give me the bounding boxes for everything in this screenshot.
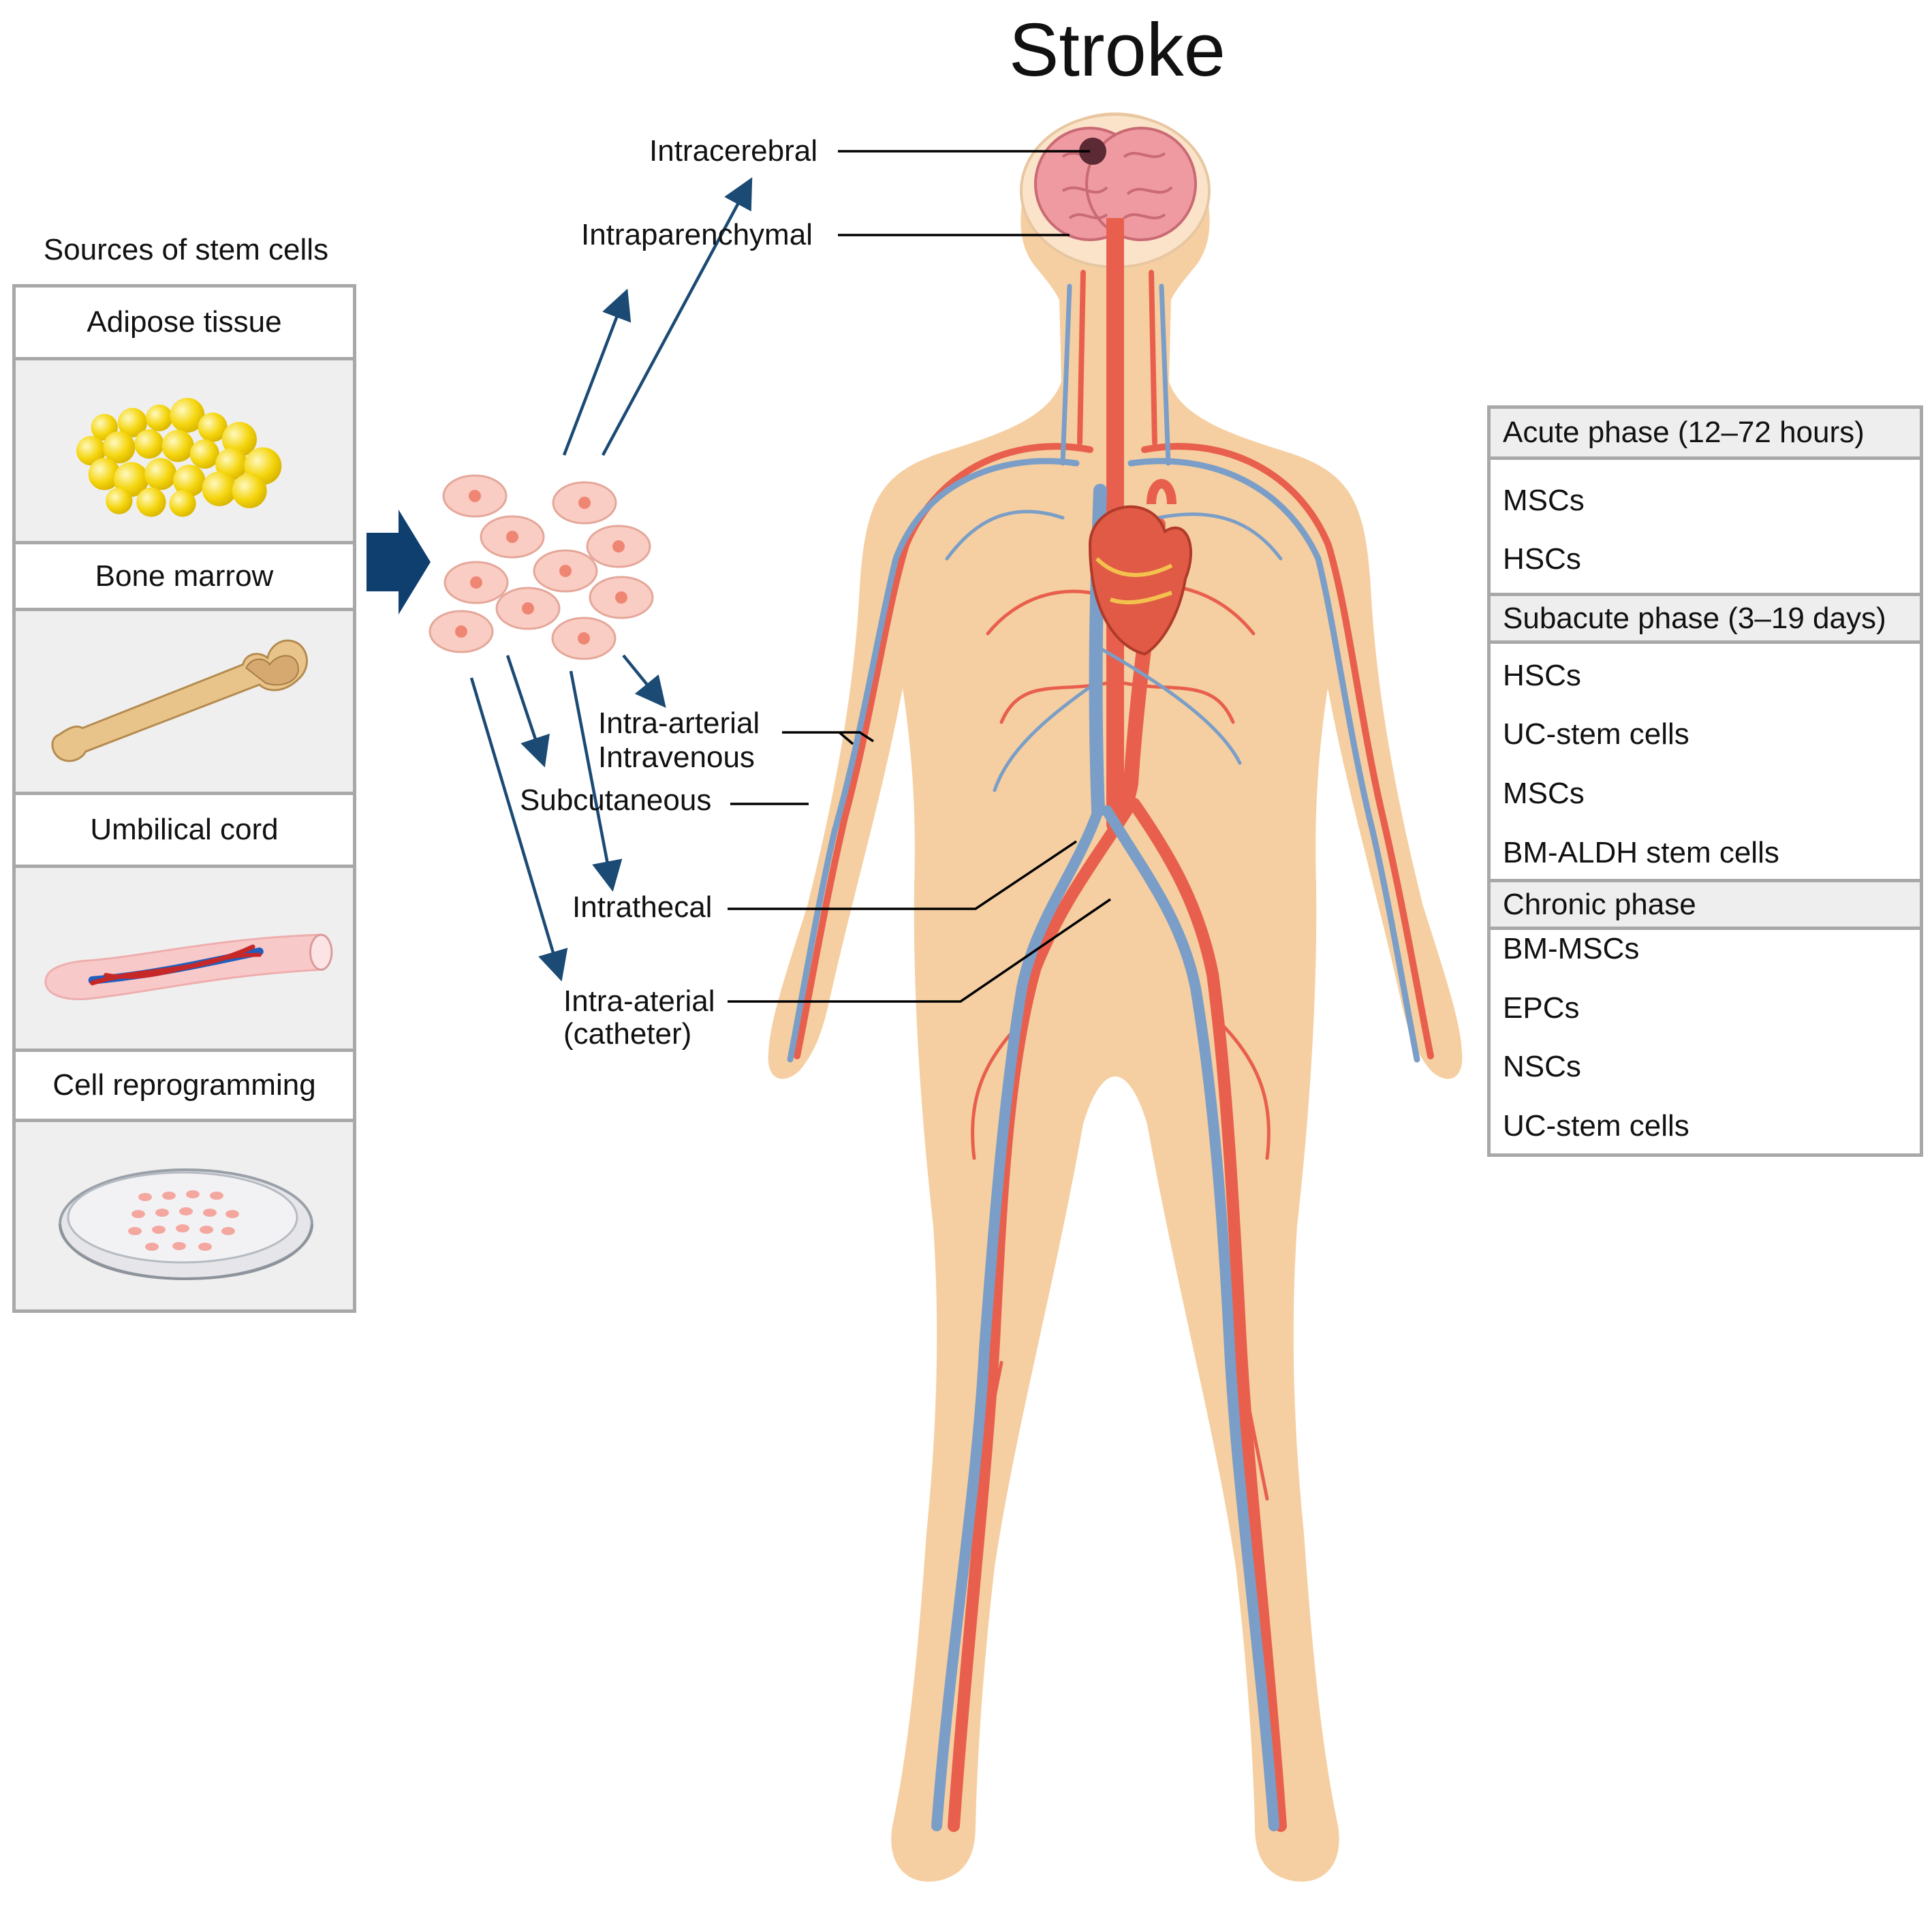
route-intra-aterial-catheter-line1: Intra-aterial: [563, 984, 715, 1018]
phase-subacute-cell: BM-ALDH stem cells: [1503, 836, 1779, 869]
heart-illustration: [1088, 479, 1192, 656]
route-intra-arterial: Intra-arterial: [598, 706, 760, 740]
phase-subacute-heading: Subacute phase (3–19 days): [1491, 593, 1920, 644]
sources-heading: Sources of stem cells: [43, 233, 329, 266]
source-label-cell-reprogramming: Cell reprogramming: [16, 1052, 353, 1122]
phase-chronic-cell: EPCs: [1503, 991, 1580, 1025]
route-subcutaneous: Subcutaneous: [520, 783, 712, 817]
human-body-illustration: [768, 112, 1463, 1882]
route-intracerebral: Intracerebral: [649, 134, 818, 168]
brain-illustration: [1034, 127, 1197, 259]
phase-subacute-cell: MSCs: [1503, 777, 1585, 810]
route-intravenous: Intravenous: [598, 741, 755, 774]
body-silhouette: [768, 112, 1463, 1882]
leader-lines: [728, 150, 1111, 1003]
route-intraparenchymal: Intraparenchymal: [581, 218, 813, 251]
phase-subacute-cell: HSCs: [1503, 659, 1581, 692]
stem-cell-cluster: [429, 474, 654, 660]
source-label-adipose: Adipose tissue: [16, 288, 353, 360]
adipose-cells-icon: [16, 360, 353, 544]
sources-panel: Adipose tissue Bone marrow: [12, 284, 356, 1313]
phase-chronic-cell: UC-stem cells: [1503, 1109, 1689, 1143]
source-to-cells-arrow: [367, 510, 431, 615]
route-arrows: [469, 177, 753, 982]
source-label-umbilical-cord: Umbilical cord: [16, 795, 353, 868]
stroke-lesion-marker: [1079, 138, 1106, 165]
phase-subacute-cell: UC-stem cells: [1503, 717, 1689, 751]
route-intrathecal: Intrathecal: [572, 890, 713, 924]
phase-acute-heading: Acute phase (12–72 hours): [1491, 405, 1920, 460]
source-label-bone-marrow: Bone marrow: [16, 544, 353, 611]
phase-chronic-heading: Chronic phase: [1491, 879, 1920, 930]
phase-acute-cell: MSCs: [1503, 484, 1585, 517]
phase-chronic-cell: NSCs: [1503, 1050, 1581, 1083]
route-intra-aterial-catheter-line2: (catheter): [563, 1017, 692, 1051]
page-title: Stroke: [1009, 8, 1226, 92]
phase-acute-cell: HSCs: [1503, 542, 1581, 576]
petri-dish-icon: [16, 1122, 353, 1309]
umbilical-cord-icon: [16, 868, 353, 1052]
bone-icon: [16, 611, 353, 795]
phase-chronic-cell: BM-MSCs: [1503, 932, 1640, 965]
veins: [787, 283, 1420, 1831]
treatment-phase-panel: Acute phase (12–72 hours) MSCs HSCs Suba…: [1487, 405, 1923, 1157]
